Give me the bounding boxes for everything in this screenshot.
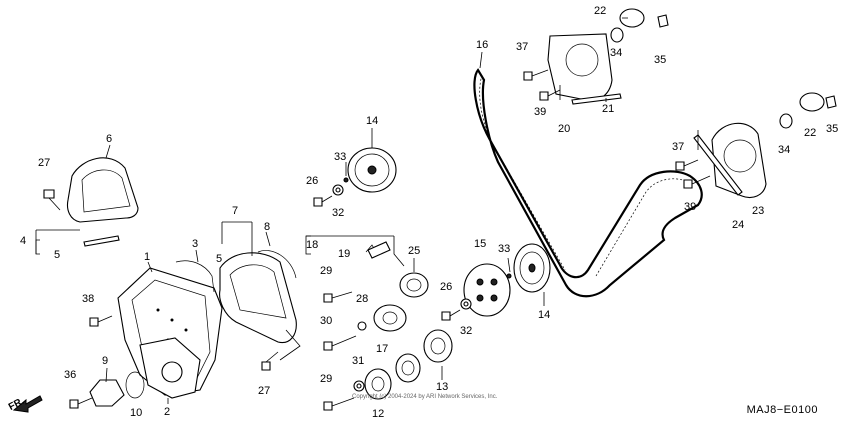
callout-19: 19 [338, 248, 350, 260]
callout-12: 12 [372, 408, 384, 420]
callout-5b: 5 [216, 253, 222, 265]
callout-6: 6 [106, 133, 112, 145]
tensioner-pulley [373, 304, 407, 332]
bolts [43, 69, 711, 411]
callout-18: 18 [306, 239, 318, 251]
callout-28: 28 [356, 293, 368, 305]
callout-37b: 37 [672, 141, 684, 153]
leader-lines [105, 17, 628, 404]
front-arrow-icon [12, 395, 43, 413]
callout-38: 38 [82, 293, 94, 305]
callout-27a: 27 [38, 157, 50, 169]
callout-15: 15 [474, 238, 486, 250]
callout-21: 21 [602, 103, 614, 115]
callout-34a: 34 [610, 47, 622, 59]
callout-10: 10 [130, 407, 142, 419]
rod-right [693, 134, 743, 196]
callout-3: 3 [192, 238, 198, 250]
callout-16: 16 [476, 39, 488, 51]
callout-23: 23 [752, 205, 764, 217]
callout-2: 2 [164, 406, 170, 418]
middle-cover [219, 250, 297, 344]
cam-pulley-lower [513, 243, 551, 293]
copyright-text: Copyright (c) 2004-2024 by ARI Network S… [352, 394, 498, 400]
gasket-strip [175, 260, 215, 293]
callout-9: 9 [102, 355, 108, 367]
crank-pulley-plate [463, 263, 511, 317]
callout-33b: 33 [498, 243, 510, 255]
rod-left [83, 235, 120, 247]
rear-cover-right [711, 122, 767, 199]
callout-8: 8 [264, 221, 270, 233]
timing-gear-13 [423, 329, 453, 363]
o-ring [125, 371, 145, 399]
callout-20: 20 [558, 123, 570, 135]
callout-35b: 35 [826, 123, 838, 135]
callout-22b: 22 [804, 127, 816, 139]
crank-gear [395, 353, 421, 383]
cap-right [799, 92, 825, 112]
group-brackets [35, 85, 699, 361]
seal-right [779, 113, 793, 129]
callout-39b: 39 [684, 201, 696, 213]
callout-4: 4 [20, 235, 26, 247]
callout-14a: 14 [366, 115, 378, 127]
callout-1: 1 [144, 251, 150, 263]
nut-right [825, 95, 837, 109]
upper-cover-left [66, 144, 139, 223]
callout-33a: 33 [334, 151, 346, 163]
cap-upper [619, 8, 645, 28]
callout-34b: 34 [778, 144, 790, 156]
callout-31: 31 [352, 355, 364, 367]
callout-17: 17 [376, 343, 388, 355]
callout-29a: 29 [320, 265, 332, 277]
callout-5a: 5 [54, 249, 60, 261]
callout-13: 13 [436, 381, 448, 393]
callout-35a: 35 [654, 54, 666, 66]
callout-36: 36 [64, 369, 76, 381]
callout-37a: 37 [516, 41, 528, 53]
cam-pulley-upper [347, 147, 397, 193]
tensioner-spring [365, 241, 391, 259]
callout-25: 25 [408, 245, 420, 257]
timing-belt [473, 68, 703, 298]
idler-pulley [399, 272, 429, 298]
callout-30: 30 [320, 315, 332, 327]
callout-27b: 27 [258, 385, 270, 397]
callout-labels: 1 2 3 4 5 5 6 7 8 9 10 12 13 14 14 15 16… [20, 5, 838, 420]
diagram-code: MAJ8−E0100 [746, 404, 818, 416]
callout-26b: 26 [440, 281, 452, 293]
washers [332, 177, 512, 392]
nut-upper [657, 14, 669, 28]
rod-upper [571, 93, 622, 105]
callout-26a: 26 [306, 175, 318, 187]
callout-29b: 29 [320, 373, 332, 385]
callout-7: 7 [232, 205, 238, 217]
crank-timing-pulley [364, 368, 392, 400]
callout-24: 24 [732, 219, 744, 231]
callout-32a: 32 [332, 207, 344, 219]
callout-32b: 32 [460, 325, 472, 337]
callout-39a: 39 [534, 106, 546, 118]
callout-14b: 14 [538, 309, 550, 321]
inner-housing [139, 337, 201, 399]
seal-housing [89, 379, 125, 407]
seal-upper [610, 27, 624, 43]
callout-22a: 22 [594, 5, 606, 17]
